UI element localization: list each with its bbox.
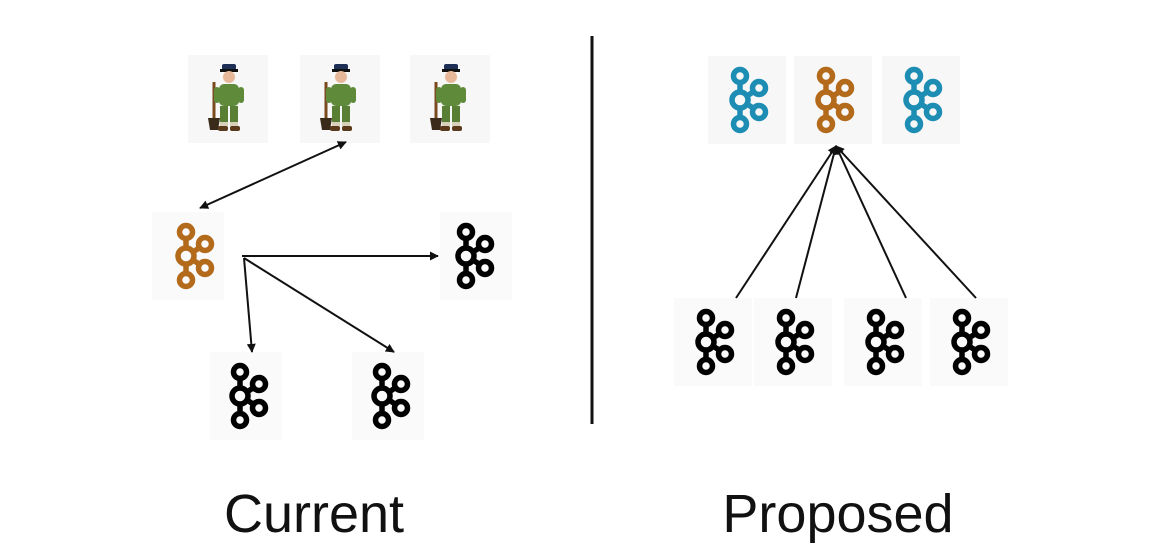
quorum-node-1 <box>708 56 786 144</box>
broker-1 <box>674 298 752 386</box>
caption-current: Current <box>224 484 404 544</box>
zookeeper-node-1 <box>188 55 268 143</box>
arrow-broker-1-to-controller <box>735 145 837 299</box>
arrow-controller-zookeeper <box>199 141 347 209</box>
arrow-broker-4-to-controller <box>835 145 977 299</box>
current-panel: Current <box>152 55 512 544</box>
controller-broker <box>152 212 224 300</box>
broker-2 <box>754 298 832 386</box>
broker-bottom-right <box>352 352 424 440</box>
proposed-panel: Proposed <box>674 56 1008 544</box>
quorum-node-3 <box>882 56 960 144</box>
broker-3 <box>844 298 922 386</box>
caption-proposed: Proposed <box>722 484 953 544</box>
zookeeper-node-3 <box>410 55 490 143</box>
arrow-broker-3-to-controller <box>835 145 907 299</box>
broker-4 <box>930 298 1008 386</box>
arrow-controller-to-broker-bottom-right <box>243 257 395 353</box>
arrow-broker-2-to-controller <box>795 145 839 299</box>
zookeeper-node-2 <box>300 55 380 143</box>
quorum-node-active <box>794 56 872 144</box>
broker-bottom-left <box>210 352 282 440</box>
broker-right <box>440 212 512 300</box>
arrow-controller-to-broker-bottom-left <box>243 257 256 353</box>
